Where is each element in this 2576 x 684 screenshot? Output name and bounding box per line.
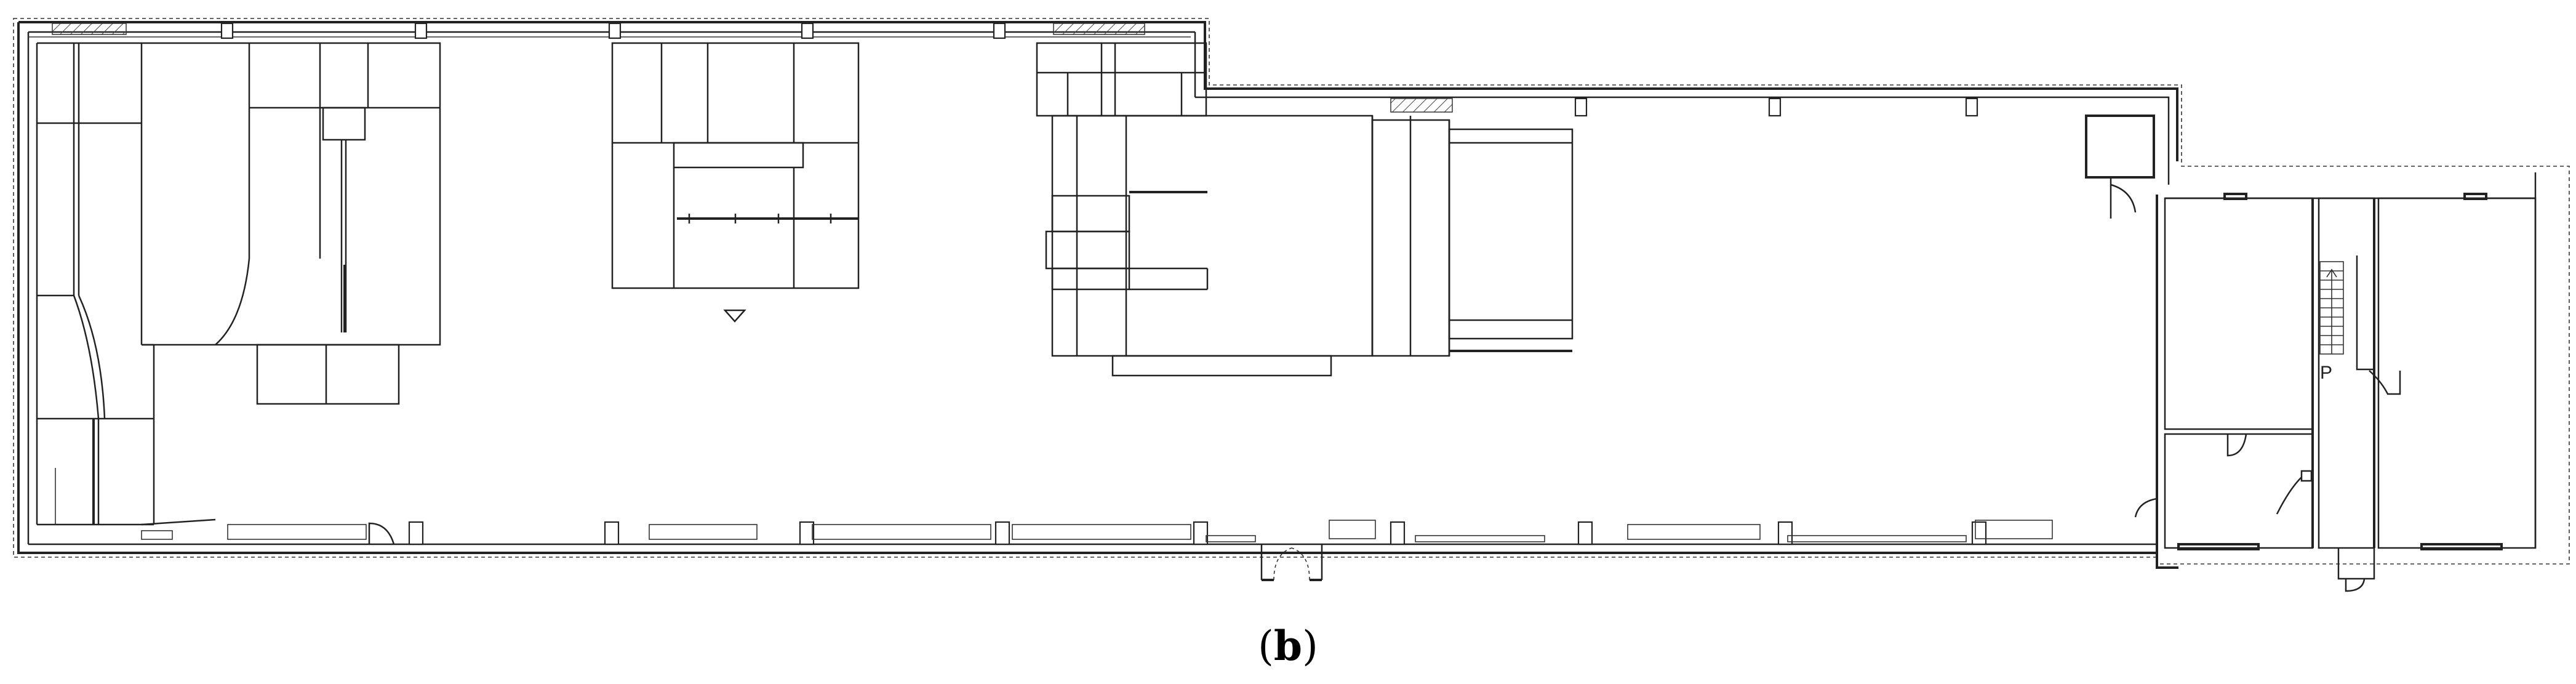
door-annex-3 (2134, 497, 2158, 518)
columns-top (220, 22, 1978, 117)
caption-letter: b (1273, 622, 1303, 670)
figure-caption: (b) (0, 622, 2576, 670)
door-annex-exterior-swing (2345, 578, 2366, 592)
door-annex-exterior (2337, 548, 2375, 580)
columns-bottom (408, 521, 1987, 545)
display-block-left (142, 42, 441, 405)
left-shelving (36, 42, 216, 526)
main-entrance (1260, 544, 1323, 581)
stair (2319, 255, 2374, 371)
annex: P (2134, 172, 2537, 592)
hatched-walls (52, 23, 1453, 113)
stair-marker-label: P (2320, 363, 2332, 383)
door-bottom-left (368, 522, 395, 545)
caption-open: ( (1258, 622, 1274, 670)
bottom-windows (141, 520, 2053, 542)
caption-close: ) (1302, 622, 1318, 670)
upper-right-cabinet (2085, 115, 2155, 219)
display-block-center (611, 42, 860, 323)
door-annex-4 (2369, 370, 2401, 395)
floor-plan: P (13, 18, 2570, 592)
door-annex-1 (2226, 433, 2247, 457)
display-block-right (1036, 42, 1574, 377)
outer-walls (13, 18, 2570, 565)
door-annex-2 (2276, 477, 2302, 515)
